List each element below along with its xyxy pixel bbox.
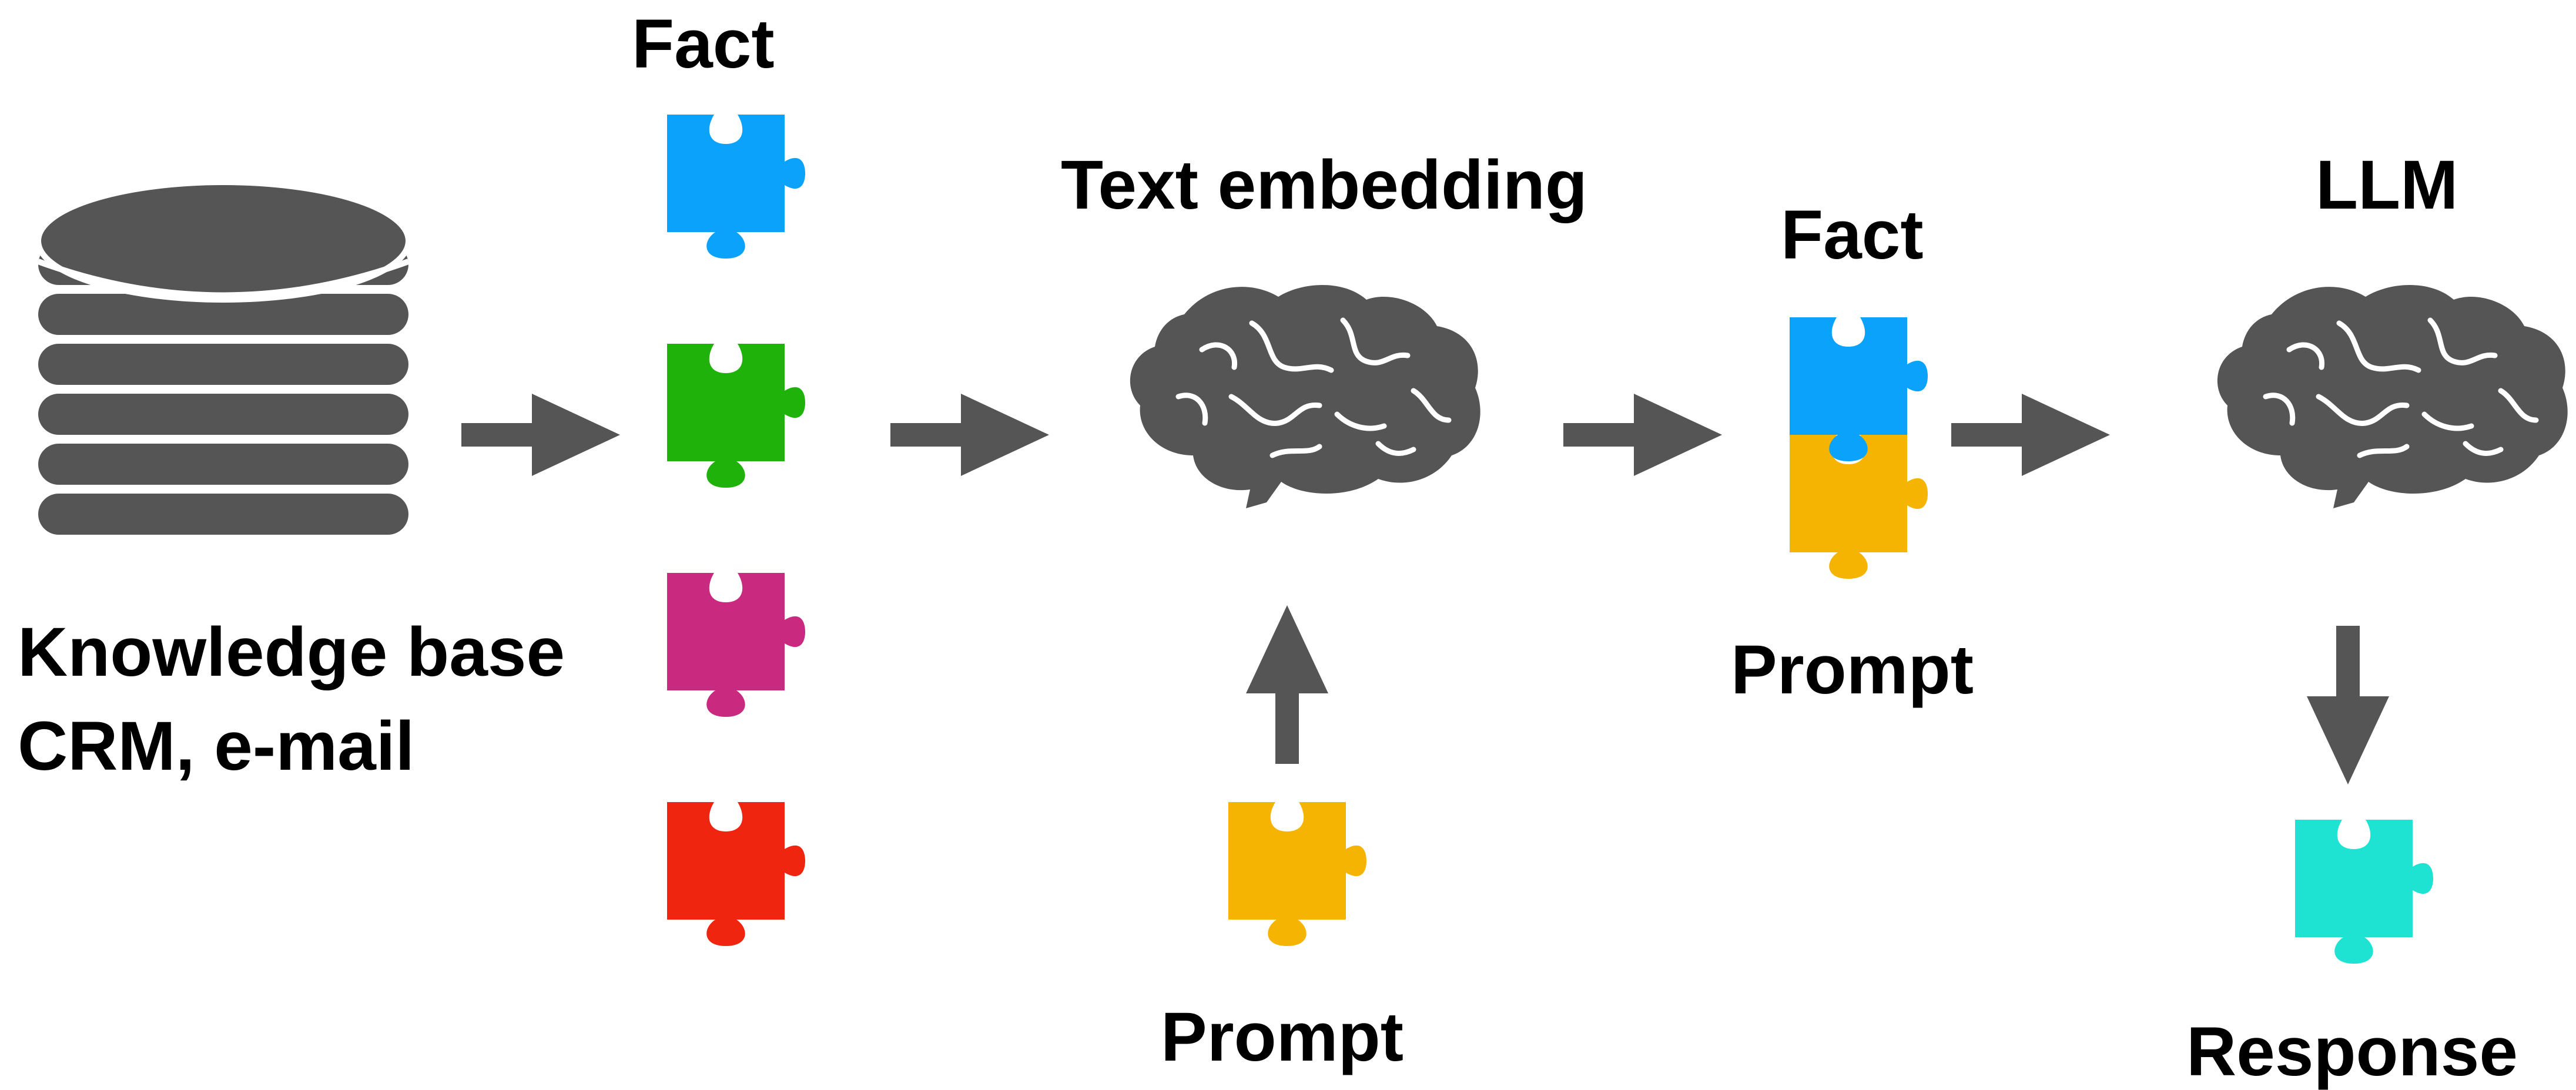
fact-label-mid: Fact: [1781, 196, 1924, 274]
response-label: Response: [2186, 1013, 2518, 1090]
fact-puzzle-green-icon: [667, 344, 805, 488]
llm-brain-icon: [2217, 285, 2568, 508]
prompt-label-bottom: Prompt: [1161, 998, 1403, 1076]
knowledge-base-sources-label: CRM, e-mail: [18, 707, 414, 785]
arrow-icon: [461, 394, 620, 476]
prompt-puzzle-icon: [1228, 802, 1366, 946]
response-puzzle-icon: [2295, 820, 2433, 964]
arrow-down-icon: [2307, 626, 2389, 784]
arrow-icon: [890, 394, 1049, 476]
arrow-icon: [1563, 394, 1722, 476]
text-embedding-brain-icon: [1130, 285, 1480, 508]
arrow-icon: [1951, 394, 2110, 476]
fact-puzzle-magenta-icon: [667, 573, 805, 717]
fact-label-top: Fact: [632, 5, 775, 83]
fact-puzzle-red-icon: [667, 802, 805, 946]
prompt-label-mid: Prompt: [1731, 631, 1974, 709]
fact-puzzle-blue-icon: [667, 115, 805, 259]
text-embedding-label: Text embedding: [1061, 146, 1587, 224]
llm-label: LLM: [2316, 146, 2458, 224]
knowledge-base-label: Knowledge base: [18, 613, 565, 691]
arrow-up-icon: [1246, 605, 1328, 764]
database-icon: [35, 179, 411, 535]
